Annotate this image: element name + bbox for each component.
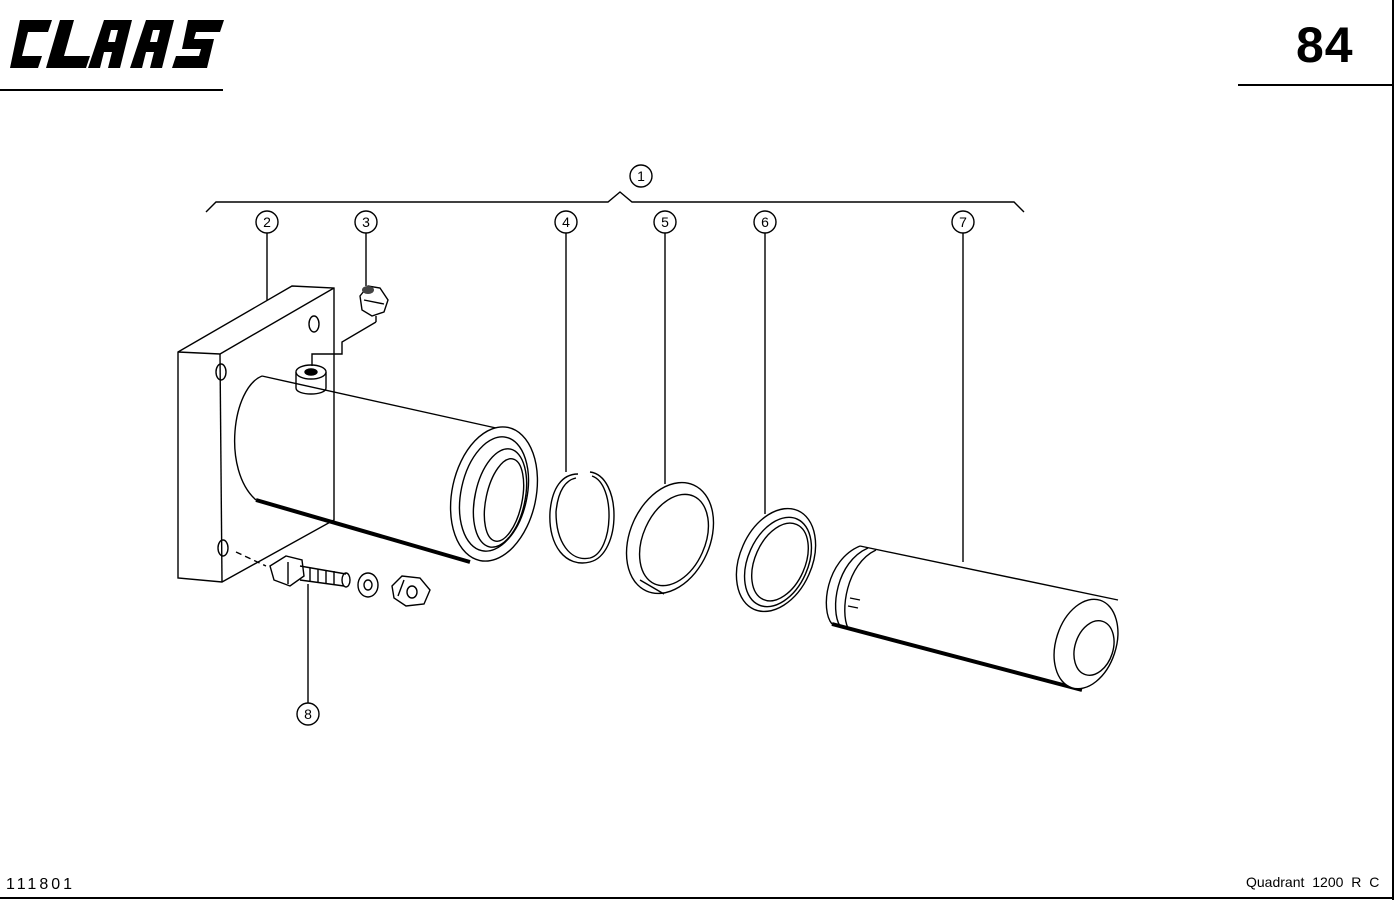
grease-nipple [359, 285, 389, 322]
callout-5: 5 [661, 214, 669, 230]
callout-circle-6 [753, 210, 777, 234]
drawing-id: 111801 [6, 876, 76, 893]
leader-line-3-nipple [311, 321, 377, 366]
callout-8: 8 [304, 706, 312, 722]
callout-circle-3 [354, 210, 378, 234]
circlip [549, 471, 615, 564]
flange-housing [177, 285, 539, 583]
bolt-center-line [235, 551, 267, 567]
callout-circle-8 [296, 702, 320, 726]
claas-logo [10, 20, 224, 68]
group-bracket [205, 191, 1025, 213]
callout-circle-7 [951, 210, 975, 234]
page-number: 84 [1296, 17, 1354, 73]
shaft-pin [825, 545, 1119, 692]
callout-circle-2 [255, 210, 279, 234]
callout-4: 4 [562, 214, 570, 230]
callout-1: 1 [637, 168, 645, 184]
seal-ring [735, 507, 817, 613]
page-frame-right [1392, 0, 1394, 900]
page-frame-bottom [0, 897, 1394, 899]
logo-underline [0, 89, 223, 91]
callout-circle-5 [653, 210, 677, 234]
callout-6: 6 [761, 214, 769, 230]
callout-2: 2 [263, 214, 271, 230]
callout-3: 3 [362, 214, 370, 230]
model-name: Quadrant 1200 R C [1246, 874, 1380, 890]
bolt-washer-nut [269, 555, 431, 607]
callout-7: 7 [959, 214, 967, 230]
callout-circle-1 [629, 164, 653, 188]
callout-circle-4 [554, 210, 578, 234]
bearing-ring [625, 481, 715, 595]
page-number-underline [1238, 84, 1393, 86]
